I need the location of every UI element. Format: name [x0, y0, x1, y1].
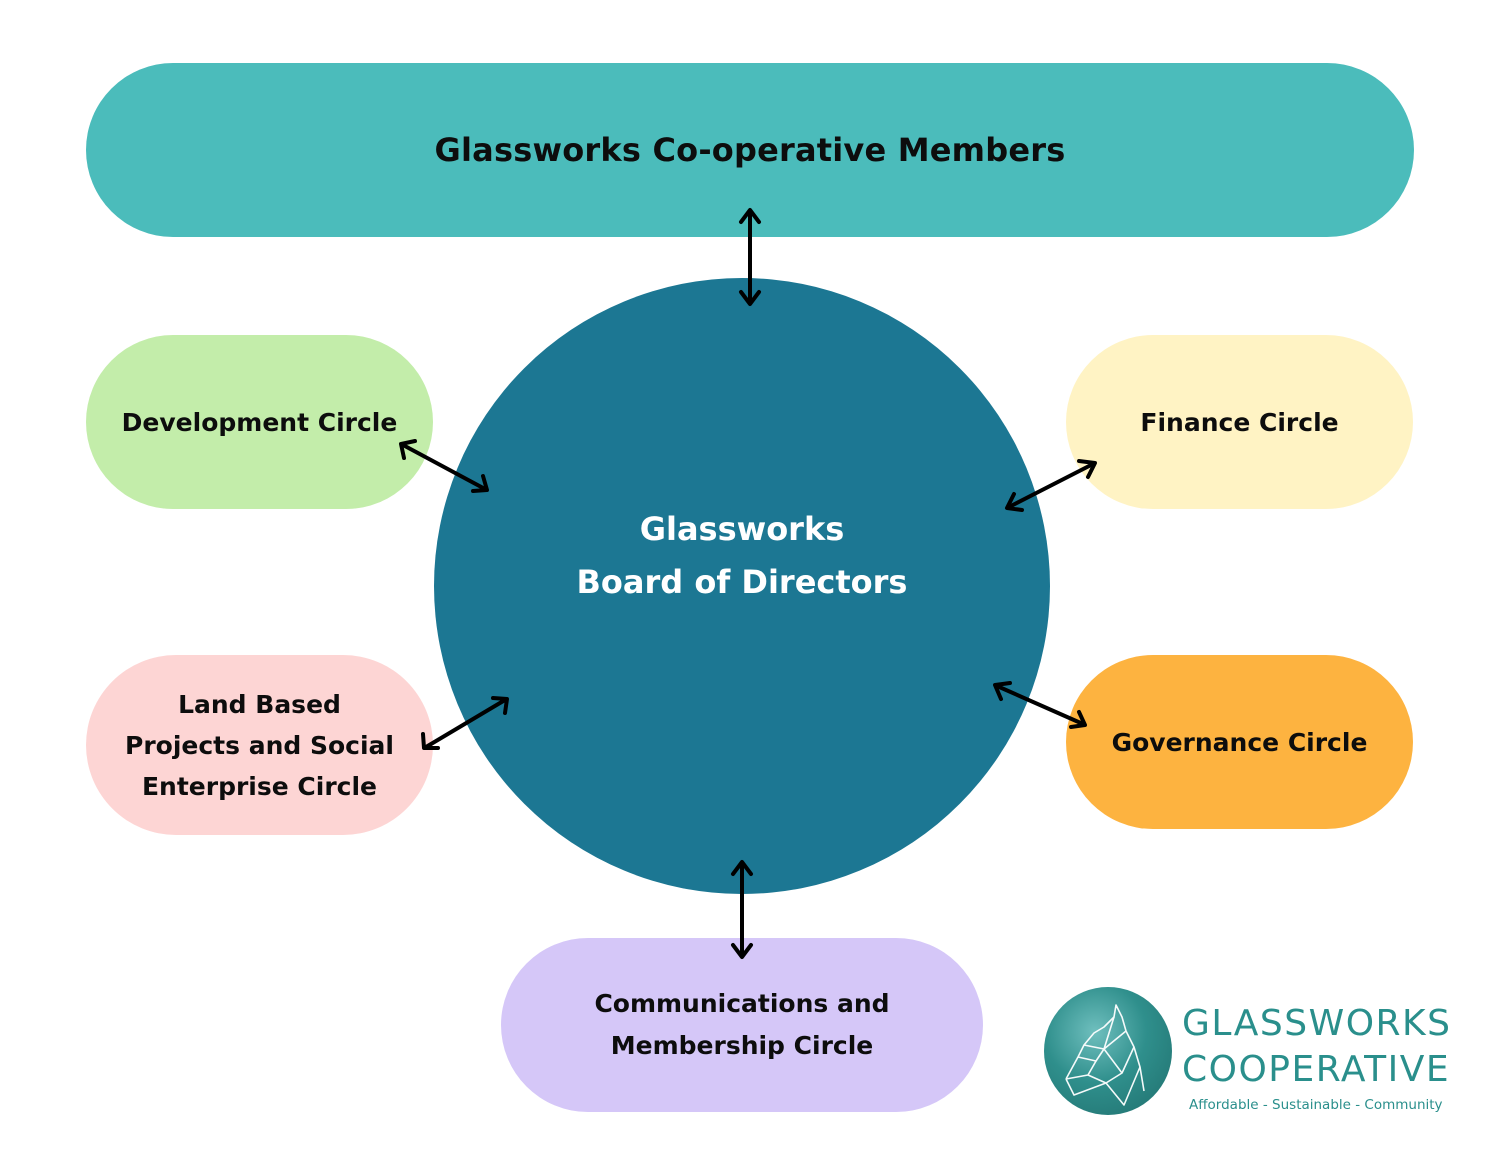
development-circle-node: Development Circle	[86, 335, 433, 509]
board-label-line2: Board of Directors	[576, 563, 908, 601]
arrowhead	[1069, 710, 1087, 729]
governance-circle-label: Governance Circle	[1111, 727, 1368, 757]
wolf-geometric-icon	[1044, 987, 1172, 1115]
arrow-development-board	[401, 443, 487, 491]
arrowhead	[421, 732, 440, 750]
arrow-governance-board	[995, 684, 1085, 726]
arrowhead	[1077, 459, 1097, 479]
arrowhead	[399, 439, 417, 460]
logo-name-line1: GLASSWORKS	[1182, 1003, 1452, 1044]
board-label-line1: Glassworks	[639, 510, 845, 548]
arrowhead	[471, 474, 489, 493]
communications-label-line2: Membership Circle	[610, 1031, 874, 1060]
glassworks-logo: GLASSWORKS COOPERATIVE Affordable - Sust…	[1044, 987, 1464, 1117]
arrowhead	[739, 208, 761, 224]
land-label-line1: Land Based	[178, 689, 341, 719]
logo-name-line2: COOPERATIVE	[1182, 1049, 1451, 1090]
land-label-line2: Projects and Social	[125, 730, 394, 760]
arrowhead	[1005, 492, 1024, 512]
arrow-finance-board	[1007, 462, 1095, 509]
governance-circle-node: Governance Circle	[1066, 655, 1413, 829]
development-circle-label: Development Circle	[121, 407, 398, 437]
land-label-line3: Enterprise Circle	[141, 771, 378, 801]
wolf-geometric-icon	[1065, 1004, 1145, 1106]
finance-circle-label: Finance Circle	[1140, 407, 1339, 437]
arrowhead	[491, 696, 509, 715]
members-label: Glassworks Co-operative Members	[434, 131, 1066, 169]
finance-circle-node: Finance Circle	[1066, 335, 1413, 509]
logo-wordmark: GLASSWORKS COOPERATIVE	[1182, 1001, 1452, 1093]
arrowhead	[731, 860, 753, 876]
arrow-land-board	[424, 698, 507, 749]
communications-circle-node: Communications and Membership Circle	[501, 938, 983, 1112]
arrowhead	[993, 681, 1012, 701]
arrowhead	[739, 290, 761, 306]
communications-label-line1: Communications and	[594, 989, 890, 1018]
land-based-projects-node: Land Based Projects and Social Enterpris…	[86, 655, 433, 835]
logo-tagline: Affordable - Sustainable - Community	[1189, 1097, 1443, 1113]
board-of-directors-node: Glassworks Board of Directors	[434, 278, 1050, 894]
arrowhead	[731, 943, 753, 959]
